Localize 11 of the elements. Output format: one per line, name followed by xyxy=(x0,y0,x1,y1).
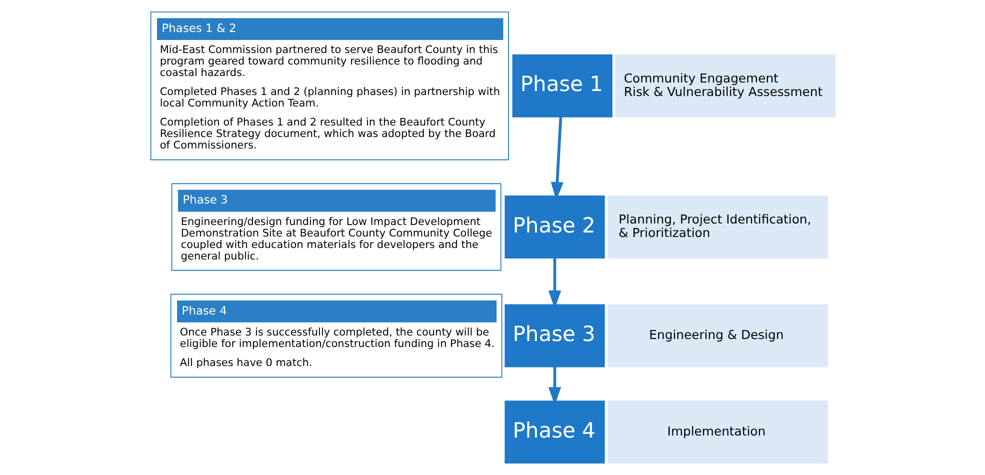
node-box: Engineering & Design xyxy=(607,304,828,368)
node-box: Planning, Project Identification, & Prioritization xyxy=(607,196,828,258)
node-box: Phase 4 Once Phase 3 is successfully completed, the county will be eligible for implementation/construction funding in Phase 4. All phases have 0 match. xyxy=(170,294,502,378)
node-box: Phase 4 xyxy=(504,400,604,464)
node-box: Phase 3 xyxy=(504,304,604,368)
node-box: Phase 3 Engineering/design funding for Low Impact Development Demonstration Site at Beaufort County Community College coupled with education materials for developers and the general public. xyxy=(170,183,501,271)
node-box: Phase 2 xyxy=(504,196,604,258)
node-box: Phase 1 xyxy=(512,54,612,118)
node-box: Implementation xyxy=(607,400,828,464)
node-box: Community Engagement Risk & Vulnerability Assessment xyxy=(614,54,836,118)
node-box: Phases 1 & 2 Mid-East Commission partnered to serve Beaufort County in this program geared toward community resilience to flooding and coastal hazards. Completed Phases 1 and 2 (planning phases) in partnership with local Community Action Team. Completion of Phases 1 and 2 resulted in the Beaufort County Resilience Strategy document, which was adopted by the Board of Commissioners. xyxy=(150,11,508,160)
